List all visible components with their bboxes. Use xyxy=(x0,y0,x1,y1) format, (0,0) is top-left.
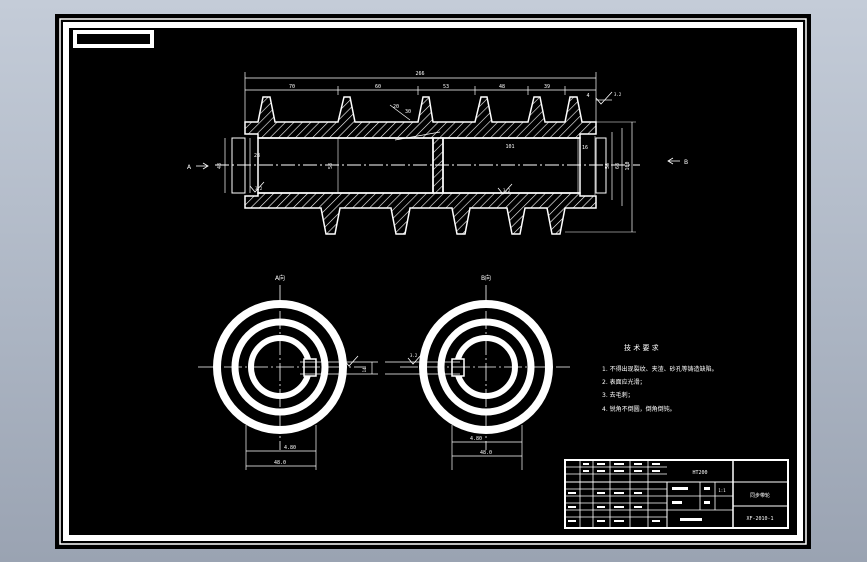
tech-req-item-4: 4. 锐角不倒圆，倒角倒钝。 xyxy=(602,405,676,413)
left-step-dim: 28 xyxy=(254,153,260,159)
view-a-dim-1: 4.80 xyxy=(284,445,296,451)
segment-dim-5: 39 xyxy=(544,84,550,90)
part-name: 同步带轮 xyxy=(750,492,770,499)
angle-dim-1: 20 xyxy=(393,104,399,110)
tech-req-item-2: 2. 表面应光滑； xyxy=(602,378,646,386)
segment-dim-4: 48 xyxy=(499,84,505,90)
right-step-dim: 16 xyxy=(582,145,588,151)
material: HT200 xyxy=(692,470,707,476)
scale: 1:1 xyxy=(718,488,726,493)
view-b-roughness: 3.2 xyxy=(410,353,418,358)
segment-dim-1: 70 xyxy=(289,84,295,90)
roughness-mark-2: 3.2 xyxy=(255,186,263,191)
drawing-frame xyxy=(59,18,807,545)
segment-dim-3: 53 xyxy=(443,84,449,90)
roughness-mark-1: 3.2 xyxy=(614,92,622,97)
outer-dim-3: 68 xyxy=(615,163,621,169)
title-block-fine-print xyxy=(568,463,710,522)
drawing-sheet xyxy=(55,14,811,549)
view-b-dim-1: 4.80 xyxy=(470,436,482,442)
view-b-title: B向 xyxy=(481,274,491,282)
title-block-grid xyxy=(565,460,716,528)
front-view xyxy=(196,72,680,235)
title-block xyxy=(564,459,789,529)
roughness-mark-3: 3.2 xyxy=(503,188,511,193)
overall-length-dim: 266 xyxy=(415,71,424,77)
view-a-labels: A向 14 4.80 48.0 xyxy=(274,274,367,466)
title-block-labels: 同步带轮 HT200 XF-2010-1 1:1 xyxy=(692,470,773,522)
view-a xyxy=(198,285,378,470)
tech-req-title: 技 术 要 求 xyxy=(624,343,659,352)
tech-req-item-1: 1. 不得出现裂纹、夹渣、砂孔等铸造缺陷。 xyxy=(602,365,718,373)
view-b xyxy=(385,285,570,470)
drawing-number: XF-2010-1 xyxy=(746,516,773,522)
outer-dim-1: 48 xyxy=(217,163,223,169)
view-a-title: A向 xyxy=(275,274,285,282)
side-dim: 4 xyxy=(586,93,589,99)
outer-dim-4: 100 xyxy=(625,161,631,170)
view-arrow-a-label: A xyxy=(187,164,192,171)
view-b-dim-2: 48.0 xyxy=(480,450,492,456)
view-a-keyway-dim: 14 xyxy=(362,367,367,372)
view-b-labels: B向 3.2 4.80 48.0 xyxy=(410,274,492,456)
outer-dim-2: 58 xyxy=(605,163,611,169)
bore-left-dim: 58 xyxy=(328,163,334,169)
view-arrow-b-label: B xyxy=(684,159,688,166)
tech-req-item-3: 3. 去毛刺； xyxy=(602,391,634,399)
bore-right-dim: 101 xyxy=(505,144,514,150)
angle-dim-2: 30 xyxy=(405,109,411,115)
technical-requirements: 技 术 要 求 1. 不得出现裂纹、夹渣、砂孔等铸造缺陷。 2. 表面应光滑； … xyxy=(602,343,718,413)
front-view-labels: 266 70 60 53 48 39 4 20 30 58 101 28 16 … xyxy=(187,71,688,193)
view-a-dim-2: 48.0 xyxy=(274,460,286,466)
segment-dim-2: 60 xyxy=(375,84,381,90)
